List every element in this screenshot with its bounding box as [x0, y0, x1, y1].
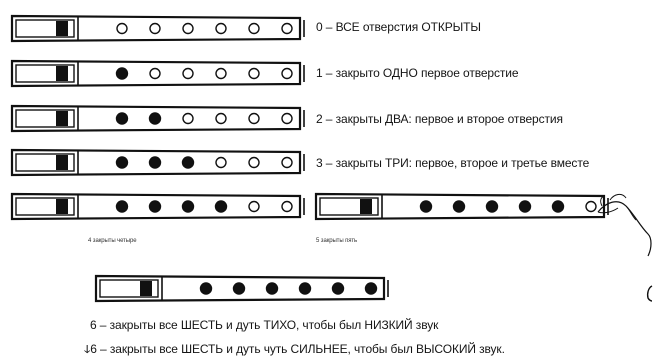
mouthpiece — [15, 19, 75, 38]
open-hole — [281, 200, 293, 213]
mouthpiece — [99, 279, 159, 298]
edge-mark — [644, 284, 654, 309]
closed-hole — [298, 282, 312, 295]
open-hole — [149, 67, 161, 80]
closed-hole — [115, 156, 129, 169]
closed-hole — [181, 156, 195, 169]
closed-hole — [181, 200, 195, 213]
flute-two-closed — [8, 102, 308, 134]
open-hole — [182, 67, 194, 80]
closed-hole — [485, 200, 499, 213]
flute-diagram — [94, 274, 389, 303]
flute-diagram — [10, 148, 305, 177]
mouthpiece — [15, 109, 75, 128]
open-hole — [182, 112, 194, 125]
closed-hole — [331, 282, 345, 295]
open-hole — [248, 67, 260, 80]
flute-diagram — [10, 192, 305, 221]
closed-hole — [452, 200, 466, 213]
open-hole — [281, 67, 293, 80]
fipple-block — [56, 199, 68, 214]
flute-three-closed — [8, 146, 308, 178]
open-hole — [248, 22, 260, 35]
flute-four-closed — [8, 190, 308, 222]
fingering-label-5: 5 закрыты пять — [316, 238, 358, 244]
closed-hole — [232, 282, 246, 295]
open-hole — [248, 156, 260, 169]
fipple-block — [56, 21, 68, 36]
closed-hole — [551, 200, 565, 213]
flute-all-closed — [92, 272, 392, 304]
fipple-block — [56, 111, 68, 126]
open-hole — [215, 22, 227, 35]
fingering-label-4: 4 закрыты четыре — [88, 238, 137, 244]
mouthpiece — [15, 197, 75, 216]
open-hole — [281, 112, 293, 125]
open-hole — [149, 22, 161, 35]
flute-diagram — [10, 14, 305, 43]
fingering-label-0: 0 – ВСЕ отверстия ОТКРЫТЫ — [316, 20, 481, 34]
open-hole — [215, 156, 227, 169]
mouthpiece — [15, 64, 75, 83]
closed-hole — [214, 200, 228, 213]
fipple-block — [56, 66, 68, 81]
fipple-block — [360, 199, 372, 214]
open-hole — [585, 200, 597, 213]
hand-illustration — [596, 190, 654, 267]
flute-diagram — [10, 104, 305, 133]
closed-hole — [115, 67, 129, 80]
fingering-label-1: 1 – закрыто ОДНО первое отверстие — [316, 66, 519, 80]
closed-hole — [148, 156, 162, 169]
open-hole — [116, 22, 128, 35]
fipple-block — [140, 281, 152, 296]
flute-one-closed — [8, 57, 308, 89]
fingering-label-6-high: ↆ6 – закрыты все ШЕСТЬ и дуть чуть СИЛЬН… — [84, 342, 505, 356]
fingering-label-6-low: 6 – закрыты все ШЕСТЬ и дуть ТИХО, чтобы… — [90, 318, 439, 332]
open-hole — [215, 112, 227, 125]
open-hole — [182, 22, 194, 35]
fingering-label-3: 3 – закрыты ТРИ: первое, второе и третье… — [316, 156, 590, 170]
closed-hole — [419, 200, 433, 213]
flute-diagram — [314, 192, 609, 221]
open-hole — [281, 22, 293, 35]
flute-five-closed — [312, 190, 612, 222]
flute-diagram — [10, 59, 305, 88]
fingering-label-2: 2 – закрыты ДВА: первое и второе отверст… — [316, 112, 563, 126]
mouthpiece — [319, 197, 379, 216]
flute-all-open — [8, 12, 308, 44]
open-hole — [215, 67, 227, 80]
closed-hole — [518, 200, 532, 213]
closed-hole — [364, 282, 378, 295]
closed-hole — [115, 200, 129, 213]
closed-hole — [199, 282, 213, 295]
fipple-block — [56, 155, 68, 170]
open-hole — [248, 200, 260, 213]
closed-hole — [265, 282, 279, 295]
closed-hole — [148, 112, 162, 125]
open-hole — [248, 112, 260, 125]
hand-drawing — [597, 193, 652, 257]
closed-hole — [115, 112, 129, 125]
open-hole — [281, 156, 293, 169]
mouthpiece — [15, 153, 75, 172]
closed-hole — [148, 200, 162, 213]
